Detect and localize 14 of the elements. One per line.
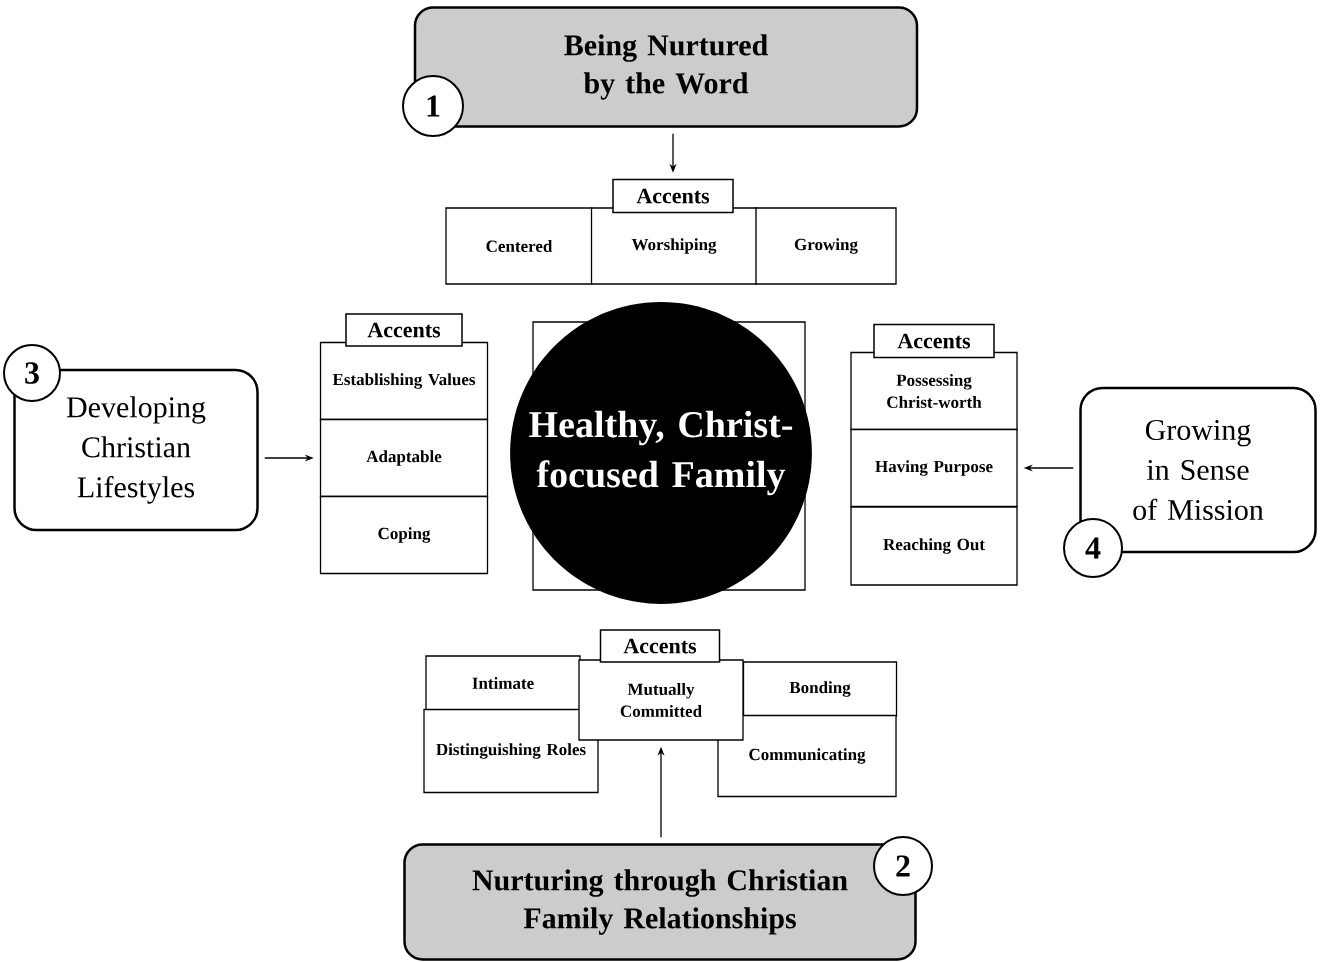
accent-cell: Communicating [717,714,897,798]
accent-cell: Bonding [742,661,898,717]
header-tab: Accents [612,178,734,214]
accent-cell: Adaptable [319,418,489,498]
accent-cell: Growing [755,207,897,285]
accent-cell: Coping [319,495,489,575]
accent-cell: Intimate [425,655,581,711]
accent-cell: Distinguishing Roles [423,708,599,794]
header-tab: Accents [873,323,995,359]
accent-cell: Reaching Out [850,506,1018,586]
accent-cell: Having Purpose [850,428,1018,508]
accent-cell: Centered [445,207,593,285]
header-tab: Accents [599,629,721,663]
header-tab: Accents [345,313,463,347]
